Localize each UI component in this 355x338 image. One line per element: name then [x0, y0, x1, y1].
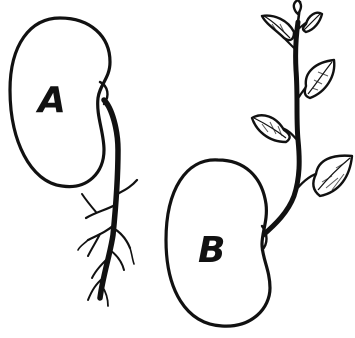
seed-b-leaf [303, 13, 322, 32]
seed-b-leaf [313, 156, 352, 196]
seed-b-label: B [198, 230, 225, 271]
seed-b-apical-bud [294, 0, 301, 14]
seed-b-leaf [305, 60, 334, 98]
seed-a-label: A [35, 80, 66, 121]
seed-a-root-branch [86, 205, 115, 218]
seed-a: A [10, 18, 137, 306]
seed-b-leaf [262, 16, 294, 40]
seed-a-root-branch [82, 194, 96, 212]
seed-a-root-branch [130, 248, 134, 264]
seed-b-leaf [252, 115, 290, 142]
seed-b: B [166, 0, 352, 326]
seed-a-root-branch [78, 240, 88, 250]
